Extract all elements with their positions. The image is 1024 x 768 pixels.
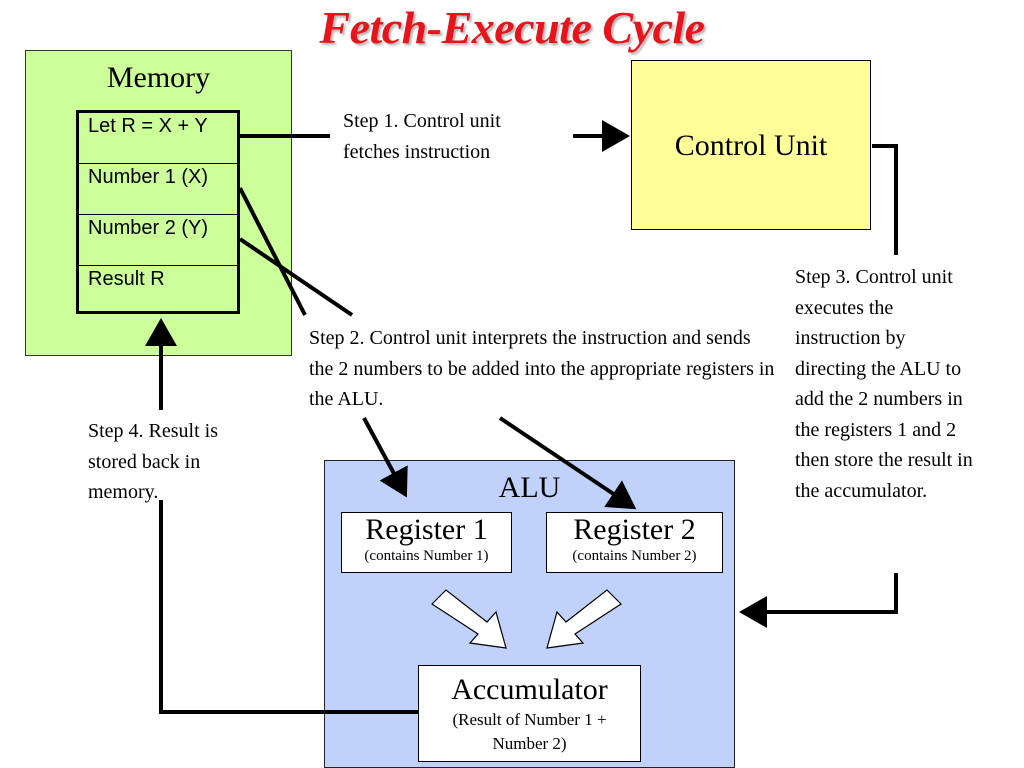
arrow-to-register-2: [498, 416, 637, 510]
step-3-text: Step 3. Control unit executes the instru…: [795, 266, 973, 502]
memory-label: Memory: [106, 61, 211, 94]
memory-cell-instruction: Let R = X + Y: [79, 113, 237, 164]
arrow-to-register-1: [362, 417, 408, 498]
control-unit-label: Control Unit: [674, 129, 828, 162]
register-1: Register 1 (contains Number 1): [341, 512, 512, 573]
number2-line: [238, 237, 354, 317]
number1-line: [238, 187, 307, 316]
accumulator-subtitle: (Result of Number 1 + Number 2): [452, 710, 607, 753]
register-2-title: Register 2: [573, 513, 696, 546]
step-1-text: Step 1. Control unit fetches instruction: [343, 110, 501, 163]
alu-label: ALU: [498, 471, 561, 504]
register-2-subtitle: (contains Number 2): [572, 548, 697, 564]
register-1-title: Register 1: [365, 513, 488, 546]
diagram-title: Fetch-Execute Cycle: [319, 2, 705, 53]
step-2-text: Step 2. Control unit interprets the inst…: [309, 327, 775, 410]
memory-cell-number2: Number 2 (Y): [79, 215, 237, 266]
store-line-from-accumulator: [159, 500, 418, 714]
accumulator-title: Accumulator: [451, 673, 608, 706]
register-1-subtitle: (contains Number 1): [364, 548, 489, 564]
register-2: Register 2 (contains Number 2): [546, 512, 723, 573]
block-arrow-register1-to-accumulator: [431, 589, 507, 649]
memory-cell-number1: Number 1 (X): [79, 164, 237, 215]
accumulator: Accumulator (Result of Number 1 + Number…: [418, 665, 641, 762]
block-arrow-register2-to-accumulator: [546, 589, 622, 649]
step-4-text: Step 4. Result is stored back in memory.: [88, 420, 219, 503]
memory-table: Let R = X + Y Number 1 (X) Number 2 (Y) …: [76, 110, 240, 314]
execute-arrow-to-alu: [739, 573, 898, 628]
execute-line-from-control-unit: [872, 144, 898, 255]
control-unit-block: [631, 60, 871, 230]
memory-cell-result: Result R: [88, 268, 165, 290]
